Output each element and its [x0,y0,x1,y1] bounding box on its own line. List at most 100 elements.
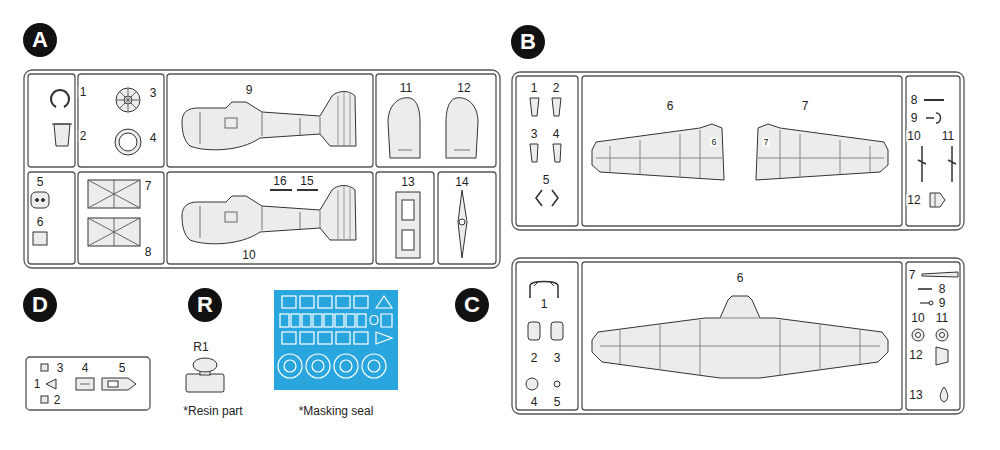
callout-number: 10 [910,312,925,324]
part-outline [446,98,478,158]
callout-number: 2 [552,82,561,94]
part-outline [297,189,318,191]
callout-number: 9 [938,297,947,309]
sprue-frame [438,172,496,264]
sprue-frame [376,172,434,264]
masking-seal [300,332,314,344]
callout-number: R1 [192,341,209,353]
masking-seal [274,290,398,390]
sprue-letter-badge: B [511,25,545,59]
part-outline [108,381,118,387]
callout-number: 4 [81,362,90,374]
sprue-frame [512,258,964,414]
masking-seal [340,360,352,372]
sprue-frame [582,76,902,226]
masking-seal [284,360,296,372]
sprue-frame [167,74,373,167]
masking-seal [346,314,355,327]
callout-number: 5 [553,396,562,408]
masking-seal [354,332,368,344]
part-outline [80,384,90,385]
sprue-frame [512,258,964,414]
part-outline [912,329,924,341]
part-outline [926,113,941,123]
sprue-letter: C [464,294,480,316]
callout-number: 3 [553,352,562,364]
callout-number: 12 [906,194,921,206]
part-outline [596,130,722,178]
callout-number: 4 [552,128,561,140]
masking-seal [313,314,322,327]
part-outline [530,98,539,116]
part-outline [36,199,39,202]
masking-seal [318,332,332,344]
part-outline [88,180,140,208]
part-outline [31,88,478,258]
masking-seal [282,332,296,344]
callout-number: 3 [149,87,158,99]
callout-number: 3 [56,362,65,374]
part-outline [102,378,136,390]
masking-seal [376,296,392,308]
callout-number: 2 [79,130,88,142]
part-outline [918,146,926,182]
part-outline [396,192,420,258]
part-outline [459,219,465,225]
resin-part [186,358,224,392]
sprue-frame [28,172,75,264]
part-outline [119,133,137,151]
sprue-frame [516,262,578,410]
callout-number: 16 [272,175,287,187]
masking-seal [318,296,332,308]
callout-number: 6 [710,138,717,147]
callout-number: 13 [400,176,415,188]
part-outline [115,129,141,155]
callout-number: 11 [941,130,955,142]
sprue-letter: R [197,294,213,316]
callout-number: 6 [666,100,675,112]
part-outline [935,193,936,207]
part-outline [528,322,540,340]
callout-number: 4 [530,396,539,408]
part-outline [940,333,945,338]
callout-number: 1 [33,378,42,390]
callout-number: 15 [299,175,314,187]
part-outline [31,192,49,208]
part-outline [116,88,140,112]
part-outline [46,379,56,389]
masking-seal [280,314,289,327]
part-outline [526,378,538,390]
masking-seal [282,296,296,308]
part-outline [402,200,414,220]
sprue-frame [78,172,164,264]
part-outline [88,218,140,246]
callout-number: 9 [245,84,254,96]
part-outline [182,92,356,150]
callout-number: 5 [542,174,551,186]
masking-seal [368,360,380,372]
masking-seal [354,296,368,308]
callout-number: 11 [935,312,949,324]
callout-number: 2 [53,394,62,406]
sprue-frame [167,172,373,264]
part-outline [756,124,888,180]
sprue-letter-badge: R [188,288,222,322]
masking-seal [336,296,350,308]
callout-number: 8 [938,283,947,295]
part-outline [182,186,356,244]
part-outline [88,180,140,208]
masking-seal [357,314,366,327]
part-outline [458,190,467,258]
sprue-frame [24,70,500,268]
callout-number: 1 [540,298,549,310]
caption-note: *Masking seal [298,405,375,417]
part-outline [200,112,320,144]
part-outline [88,218,140,246]
sprue-frame [516,76,578,226]
callout-number: 8 [910,94,919,106]
sprue-frame [28,74,75,167]
callout-number: 12 [456,82,471,94]
masking-seal [278,296,392,378]
